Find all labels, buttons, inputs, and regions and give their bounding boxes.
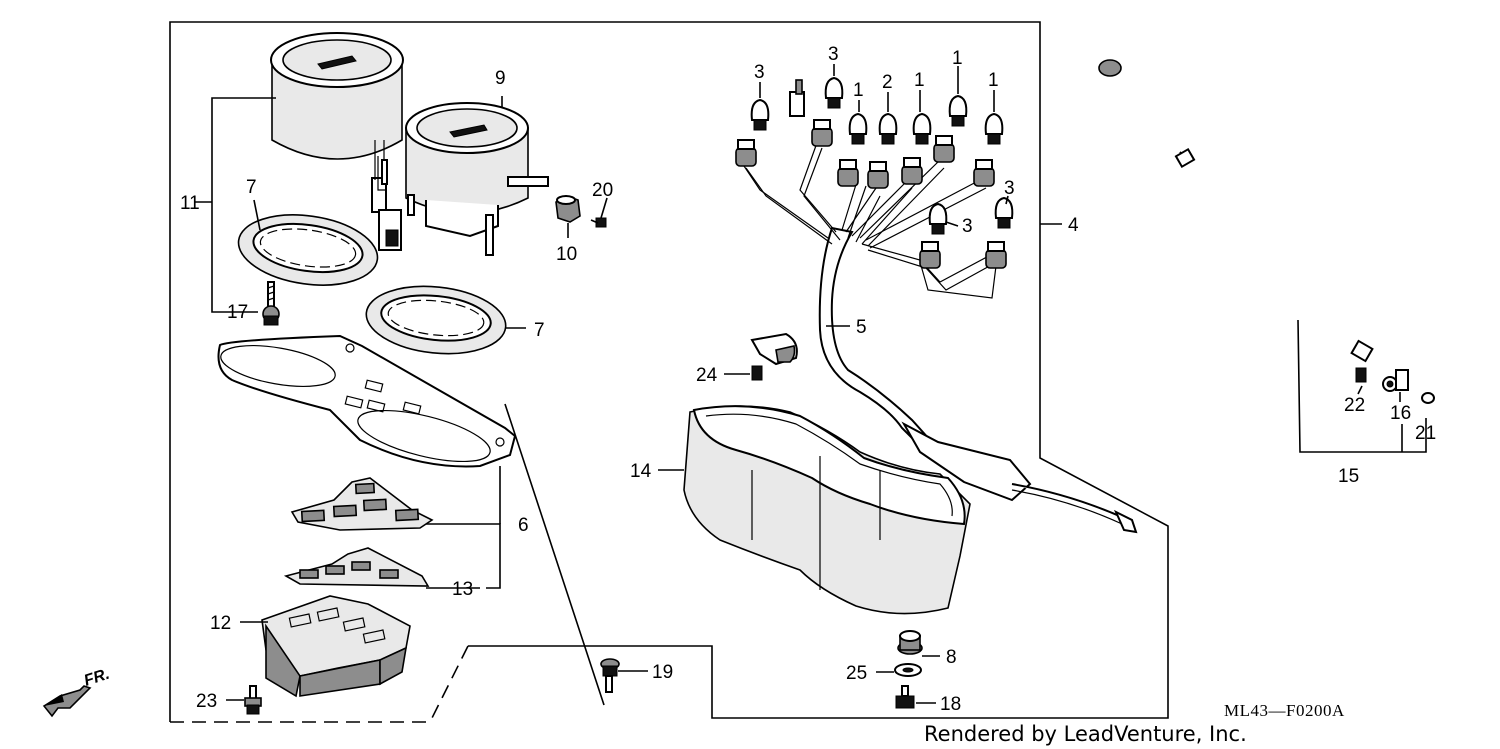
callout-3-b: 3 [828, 44, 839, 65]
callout-7-lower: 7 [534, 320, 545, 341]
callout-10: 10 [556, 244, 577, 265]
callout-8: 8 [946, 647, 957, 668]
leader-lines-center [658, 469, 940, 704]
callout-1-a: 1 [853, 80, 864, 101]
callout-13: 13 [452, 579, 473, 600]
front-marker-label: FR. [82, 666, 112, 690]
screw-part-23[interactable] [244, 685, 262, 715]
leader-lines-bulbs [759, 64, 1062, 327]
screw-part-18[interactable] [895, 685, 915, 709]
indicator-plate-part-13[interactable] [283, 547, 430, 587]
callout-17: 17 [227, 302, 248, 323]
speedometer-part-11[interactable] [270, 32, 404, 251]
leader-lines-left [194, 96, 648, 701]
callout-1-c: 1 [952, 48, 963, 69]
callout-25: 25 [846, 663, 867, 684]
callout-2: 2 [882, 72, 893, 93]
screw-part-20[interactable] [590, 217, 607, 228]
speedometer-cable-part-15[interactable] [1098, 59, 1405, 382]
leader-lines-cable [1297, 319, 1427, 453]
callout-5: 5 [856, 317, 867, 338]
indicator-lens-part-6[interactable] [290, 477, 434, 531]
grommet-part-8[interactable] [897, 630, 923, 655]
render-credit: Rendered by LeadVenture, Inc. [924, 722, 1247, 746]
callout-18: 18 [940, 694, 961, 715]
callout-9: 9 [495, 68, 506, 89]
washer-part-25[interactable] [894, 663, 922, 677]
bulb-sockets[interactable] [735, 79, 1007, 269]
callout-7-upper: 7 [246, 177, 257, 198]
callout-14: 14 [630, 461, 652, 482]
tachometer-part-9[interactable] [405, 102, 549, 256]
callout-1-b: 1 [914, 70, 925, 91]
callout-20: 20 [592, 180, 613, 201]
callout-3-c: 3 [1004, 178, 1015, 199]
callout-21: 21 [1415, 423, 1436, 444]
callout-1-d: 1 [988, 70, 999, 91]
front-direction-arrow: FR. [42, 666, 112, 718]
nut-part-10[interactable] [555, 195, 581, 223]
callout-19: 19 [652, 662, 673, 683]
callout-16: 16 [1390, 403, 1411, 424]
meter-case-part-14[interactable] [683, 405, 971, 615]
ring-lower-part-7[interactable] [363, 280, 509, 360]
callout-23: 23 [196, 691, 217, 712]
bulbs-parts-1-2-3[interactable] [750, 76, 1014, 235]
meter-plate [217, 334, 517, 468]
ring-upper-part-7[interactable] [234, 207, 382, 294]
cable-small-parts[interactable] [1355, 367, 1435, 404]
callout-12: 12 [210, 613, 231, 634]
indicator-housing-part-12[interactable] [261, 595, 411, 698]
callout-24: 24 [696, 365, 718, 386]
bolt-part-19[interactable] [600, 658, 620, 693]
callout-6: 6 [518, 515, 529, 536]
callout-3-a: 3 [754, 62, 765, 83]
callout-labels: 11 7 9 20 10 17 7 6 13 12 23 19 3 3 1 2 … [180, 44, 1436, 715]
clamp-part-24[interactable] [724, 332, 798, 381]
wire-harness-part-5[interactable] [739, 139, 1138, 534]
callout-3-d: 3 [962, 216, 973, 237]
screw-part-17[interactable] [262, 281, 280, 326]
callout-4: 4 [1068, 215, 1079, 236]
callout-11: 11 [180, 193, 200, 214]
callout-22: 22 [1344, 395, 1365, 416]
callout-15: 15 [1338, 466, 1359, 487]
diagram-code: ML43—F0200A [1224, 701, 1345, 720]
assembly-outline [169, 21, 1169, 723]
